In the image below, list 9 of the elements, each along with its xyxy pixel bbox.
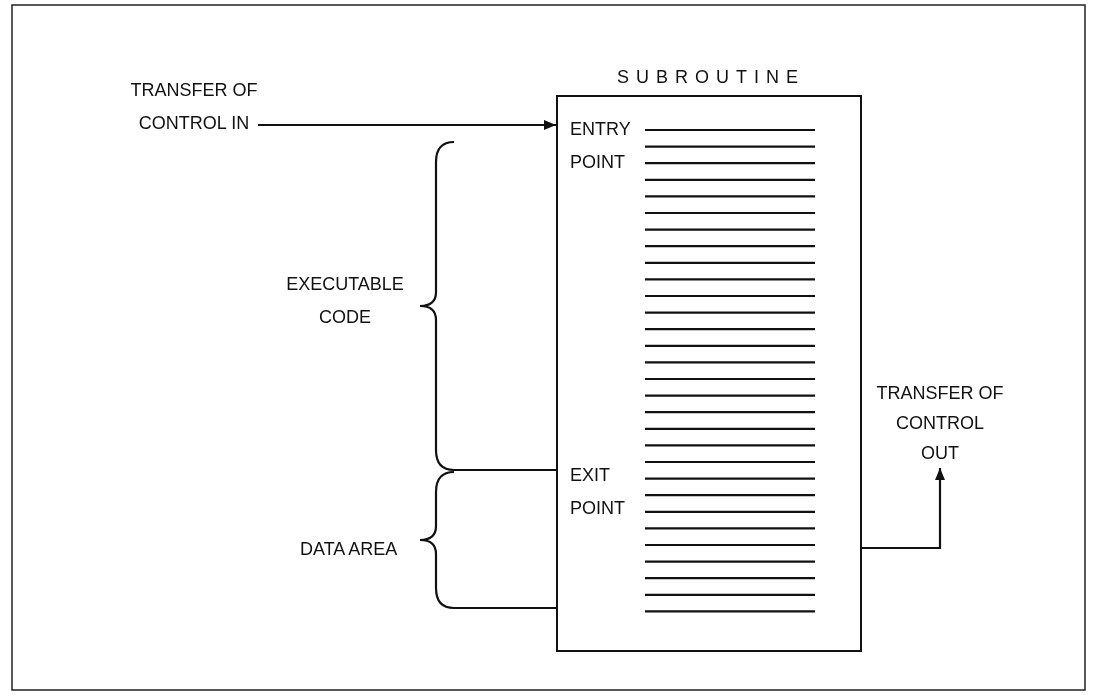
arrow <box>258 120 556 130</box>
brace-label: EXECUTABLE CODE <box>285 273 405 329</box>
arrow <box>862 468 945 550</box>
box-heading: SUBROUTINE <box>616 66 806 89</box>
node-label: TRANSFER OF CONTROL OUT <box>876 382 1004 465</box>
node-label: TRANSFER OF CONTROL IN <box>130 79 258 135</box>
exit-label: EXIT POINT <box>570 464 626 520</box>
entry-label: ENTRY POINT <box>570 118 632 174</box>
brace-label: DATA AREA <box>300 538 399 561</box>
